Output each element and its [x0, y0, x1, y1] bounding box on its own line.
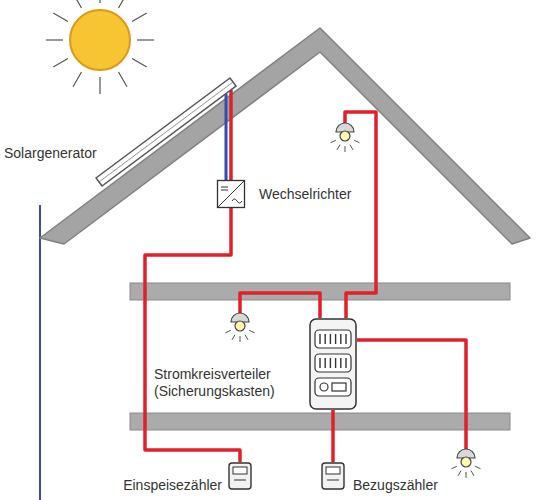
sun-ray	[73, 72, 82, 87]
sun-ray	[132, 59, 147, 68]
node-label: Wechselrichter	[259, 186, 351, 203]
rcd	[332, 383, 346, 391]
sun-ray	[99, 0, 100, 3]
light-ray	[354, 140, 359, 143]
floor-slab	[130, 413, 510, 430]
sun-ray	[132, 13, 147, 22]
lamp-wire	[357, 340, 466, 449]
feed-in-meter-symbol	[228, 462, 252, 490]
margin-line	[39, 205, 41, 500]
lamp-bulb	[461, 457, 471, 467]
solar-generator-symbol	[96, 76, 238, 188]
ac-symbol	[232, 199, 242, 203]
panel-frame	[99, 82, 233, 182]
fuse	[340, 358, 341, 368]
lamp-bulb	[340, 131, 350, 141]
cable-path	[229, 90, 233, 180]
fuse	[319, 358, 320, 368]
fuse	[340, 334, 341, 344]
ceiling-lamp	[225, 313, 254, 342]
light-ray	[475, 466, 480, 469]
lamp-wire	[345, 112, 376, 318]
light-ray	[249, 330, 254, 333]
inverter-diagonal	[218, 181, 244, 207]
light-ray	[225, 330, 230, 333]
inverter-box	[218, 181, 245, 208]
ceiling-lamp	[330, 123, 359, 152]
fuse	[325, 358, 326, 368]
lamps	[225, 123, 480, 478]
supply-meter: Bezugszähler	[321, 462, 438, 494]
light-ray	[337, 145, 340, 150]
sun-ray	[53, 13, 68, 22]
node-label: Stromkreisverteiler (Sicherungskasten)	[154, 366, 304, 400]
sun-ray	[73, 0, 82, 8]
fuse-row	[315, 354, 351, 372]
fuse-row	[315, 330, 351, 348]
sun	[46, 0, 154, 94]
fuse	[335, 358, 336, 368]
fuse	[345, 334, 346, 344]
fuse	[330, 358, 331, 368]
fuse	[335, 334, 336, 344]
power-cable	[226, 90, 231, 180]
sun-ray	[119, 72, 128, 87]
roof	[40, 28, 530, 244]
supply-meter-symbol	[321, 462, 345, 490]
distribution-board: Stromkreisverteiler (Sicherungskasten)	[154, 318, 357, 410]
light-ray	[471, 471, 474, 476]
light-ray	[350, 145, 353, 150]
ceiling-lamp	[451, 449, 480, 478]
sun-disc	[70, 10, 130, 70]
node-label: Solargenerator	[4, 145, 97, 162]
light-ray	[466, 472, 467, 478]
solar-generator: Solargenerator	[4, 76, 238, 188]
meter-display	[326, 467, 340, 474]
dc-symbol	[221, 187, 228, 190]
meter-housing	[229, 463, 251, 489]
power-cable	[145, 208, 240, 462]
main-switch	[320, 383, 328, 391]
fuse-box	[310, 319, 356, 409]
fuse	[345, 358, 346, 368]
node-label: Einspeisezähler	[100, 477, 222, 494]
meter-display	[233, 467, 247, 474]
solar-panel	[96, 78, 236, 186]
light-ray	[458, 471, 461, 476]
sun-ray	[46, 39, 63, 40]
sun-ray	[137, 39, 154, 40]
meter-detail	[234, 480, 246, 481]
fuse	[325, 334, 326, 344]
fuse	[319, 334, 320, 344]
fuse	[330, 334, 331, 344]
power-cable	[333, 410, 334, 462]
feed-in-meter: Einspeisezähler	[100, 462, 252, 494]
cable-path	[145, 208, 240, 462]
sun-ray	[99, 77, 100, 94]
lamp-wire	[240, 293, 320, 318]
light-ray	[232, 335, 235, 340]
dc-cable	[225, 94, 228, 180]
fuse-row	[315, 378, 351, 396]
light-ray	[245, 335, 248, 340]
meter-detail	[327, 480, 339, 481]
sun-ray	[53, 59, 68, 68]
light-ray	[330, 140, 335, 143]
sun-ray	[119, 0, 128, 8]
meter-housing	[322, 463, 344, 489]
inverter: Wechselrichter	[217, 180, 352, 208]
cable-path	[331, 410, 335, 462]
light-ray	[345, 146, 346, 152]
light-ray	[451, 466, 456, 469]
light-ray	[240, 336, 241, 342]
distribution-board-symbol	[309, 318, 357, 410]
lamp-bulb	[235, 321, 245, 331]
node-label: Bezugszähler	[353, 477, 438, 494]
inverter-symbol	[217, 180, 245, 208]
